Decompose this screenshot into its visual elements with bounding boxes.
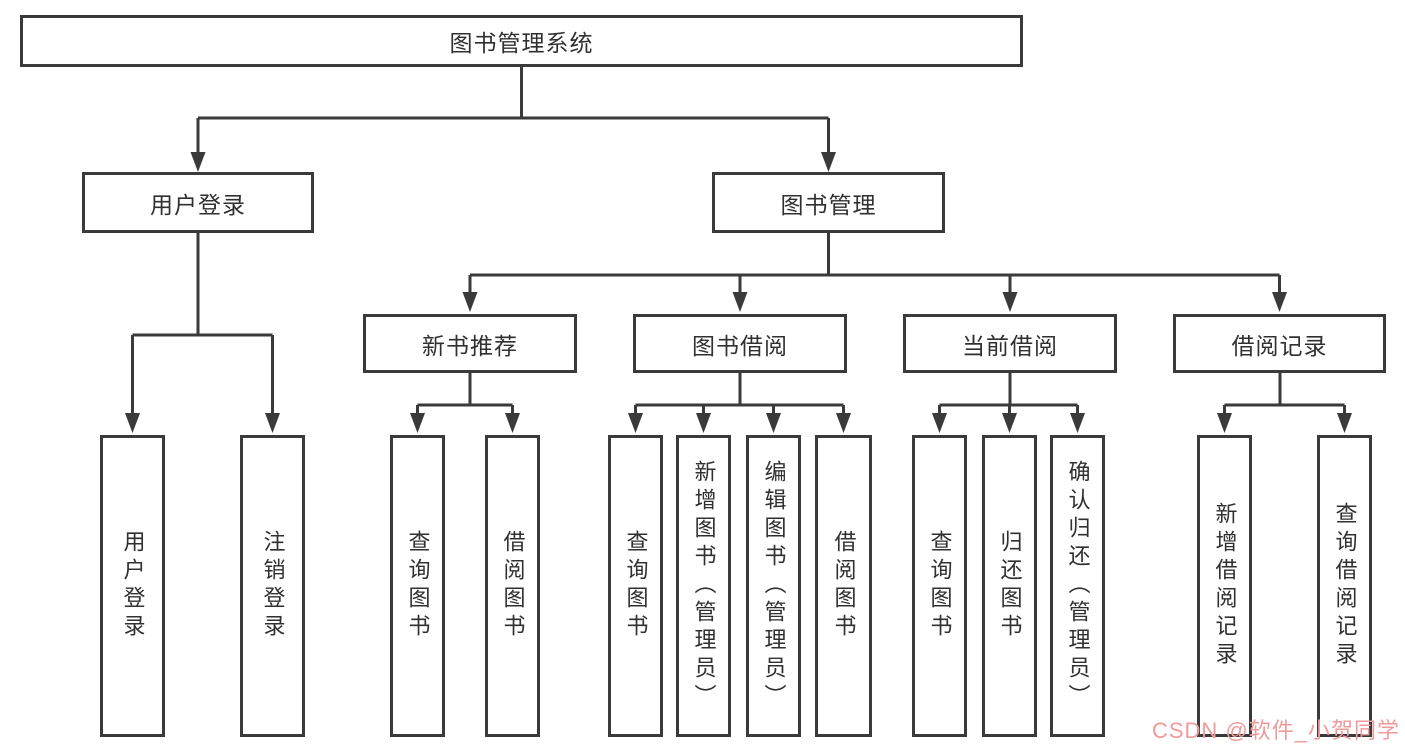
arrowhead <box>1272 292 1287 312</box>
node-book-borrow: 图书借阅 <box>633 314 847 373</box>
connector-bookborrow-to-leaves <box>634 373 845 417</box>
node-user-login: 用户登录 <box>82 172 314 233</box>
arrowhead <box>1002 292 1018 312</box>
csdn-watermark: CSDN @软件_小贺同学 <box>1151 718 1400 743</box>
arrowhead <box>1337 413 1352 433</box>
node-current-borrow: 当前借阅 <box>903 314 1117 373</box>
arrowhead <box>190 152 206 172</box>
leaf-logout: 注销登录 <box>240 435 305 737</box>
arrowhead <box>462 292 478 312</box>
leaf-return-book: 归还图书 <box>982 435 1037 737</box>
leaf-query-book-3: 查询图书 <box>912 435 967 737</box>
node-root-system: 图书管理系统 <box>20 15 1023 67</box>
arrowhead <box>628 413 643 433</box>
connector-newbookrec-to-leaves <box>416 373 514 417</box>
connector-currentborrow-to-leaves <box>938 373 1079 417</box>
arrowhead <box>932 413 947 433</box>
leaf-user-login: 用户登录 <box>100 435 165 737</box>
leaf-borrow-book-2: 借阅图书 <box>815 435 872 737</box>
arrowhead <box>766 413 781 433</box>
arrowhead <box>505 413 520 433</box>
arrowhead <box>1217 413 1232 433</box>
leaf-add-book-admin: 新增图书（管理员） <box>676 435 731 737</box>
arrowhead <box>265 413 280 433</box>
leaf-query-book-2: 查询图书 <box>608 435 663 737</box>
node-new-book-recommend: 新书推荐 <box>363 314 577 373</box>
arrowhead <box>696 413 711 433</box>
leaf-add-borrow-record: 新增借阅记录 <box>1197 435 1252 737</box>
arrowhead <box>836 413 851 433</box>
arrowhead <box>1002 413 1017 433</box>
connector-bookmgmt-to-level3 <box>468 233 1281 296</box>
leaf-query-borrow-record: 查询借阅记录 <box>1317 435 1372 737</box>
connector-userlogin-to-leaves <box>131 233 274 417</box>
arrowhead <box>410 413 425 433</box>
arrowhead <box>821 152 836 172</box>
connector-root-to-level2 <box>196 67 830 156</box>
leaf-confirm-return-admin: 确认归还（管理员） <box>1050 435 1105 737</box>
leaf-query-book-1: 查询图书 <box>390 435 445 737</box>
node-borrow-records: 借阅记录 <box>1173 314 1386 373</box>
node-book-management: 图书管理 <box>712 172 945 233</box>
connector-borrowrecords-to-leaves <box>1223 373 1346 417</box>
leaf-edit-book-admin: 编辑图书（管理员） <box>746 435 801 737</box>
arrowhead <box>732 292 748 312</box>
arrowhead <box>1070 413 1085 433</box>
leaf-borrow-book-1: 借阅图书 <box>485 435 540 737</box>
arrowhead <box>125 413 140 433</box>
